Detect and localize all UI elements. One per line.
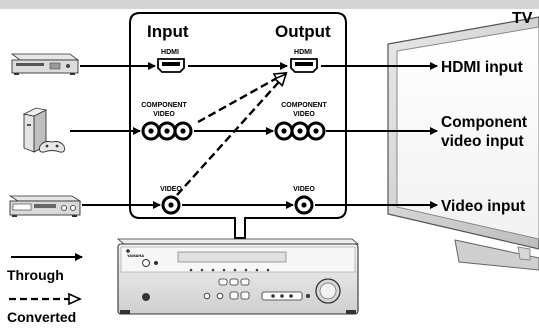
bluray-player-icon: [10, 53, 80, 75]
component-output-label-2: VIDEO: [293, 111, 315, 118]
component-output-label-1: COMPONENT: [281, 102, 327, 109]
output-header: Output: [275, 22, 331, 41]
hdmi-output-terminal-icon: [290, 58, 318, 73]
video-input-jack-icon: [161, 195, 181, 215]
component-input-label-1: COMPONENT: [141, 102, 187, 109]
receiver-brand-logo: YAMAHA: [127, 253, 144, 258]
hdmi-input-terminal-icon: [157, 58, 185, 73]
input-header: Input: [147, 22, 189, 41]
component-input-jacks-icon: [141, 121, 193, 141]
tv-component-input-label-2: video input: [441, 133, 524, 150]
vcr-icon: [8, 195, 82, 217]
video-output-label: VIDEO: [293, 186, 315, 193]
game-console-icon: [22, 107, 65, 153]
legend-converted-label: Converted: [7, 309, 76, 325]
arrow-video-converted-to-hdmi: [176, 74, 286, 196]
tv-video-input-label: Video input: [441, 198, 525, 215]
av-receiver-icon: [116, 238, 360, 315]
hdmi-output-label: HDMI: [294, 49, 312, 56]
component-output-jacks-icon: [274, 121, 326, 141]
tv-component-input-label-1: Component: [441, 114, 527, 131]
tv-hdmi-input-label: HDMI input: [441, 59, 523, 76]
component-input-label-2: VIDEO: [153, 111, 175, 118]
top-band: [0, 0, 539, 9]
tv-label: TV: [512, 10, 533, 27]
legend-through-label: Through: [7, 267, 64, 283]
video-output-jack-icon: [294, 195, 314, 215]
arrow-component-converted-to-hdmi: [197, 71, 286, 124]
tv-icon: [387, 16, 539, 271]
hdmi-input-label: HDMI: [161, 49, 179, 56]
video-input-label: VIDEO: [160, 186, 182, 193]
